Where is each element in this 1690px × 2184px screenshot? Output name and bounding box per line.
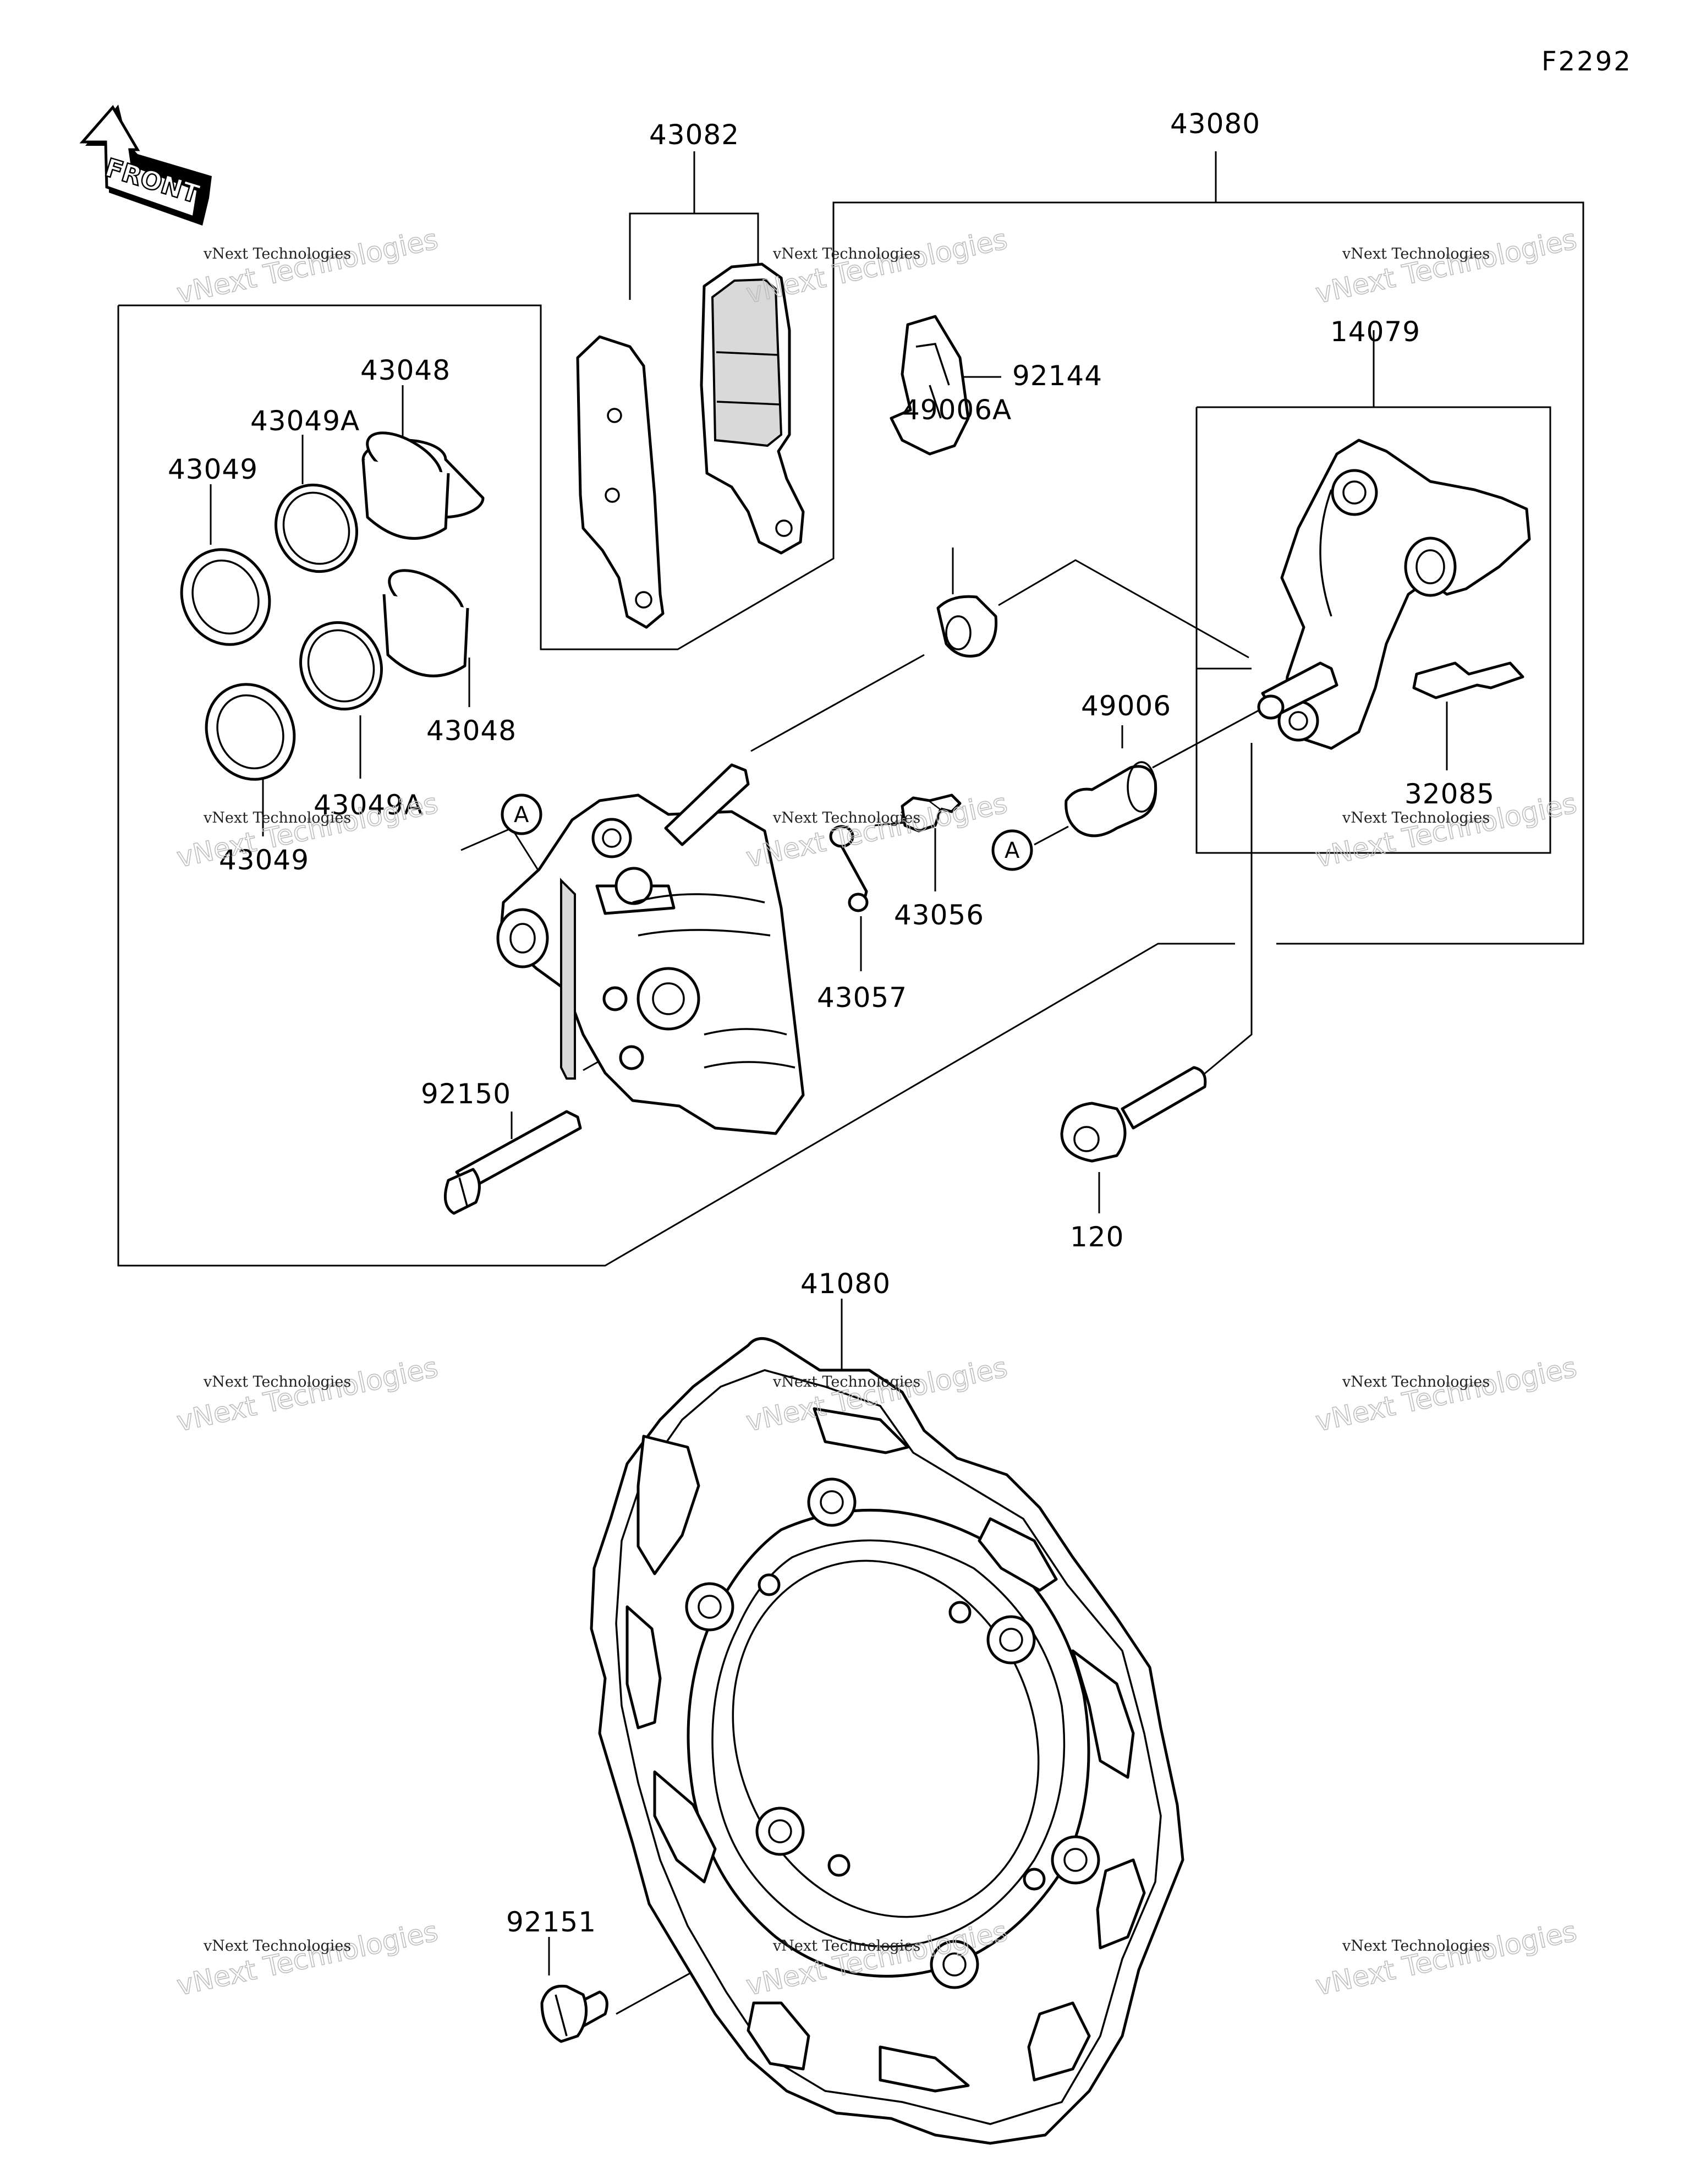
- mounting-bolt: [1060, 1066, 1207, 1163]
- piston-bottom: [382, 569, 469, 677]
- caliper-bracket: [1257, 439, 1531, 750]
- watermark-text: vNext Technologies: [203, 809, 351, 826]
- bleeder-valve: [901, 793, 962, 833]
- watermark-text: vNext Technologies: [1342, 809, 1490, 826]
- watermark-outline: vNext Technologies: [743, 223, 1010, 309]
- watermark-text: vNext Technologies: [1342, 245, 1490, 262]
- label-49006A: 49006A: [902, 394, 1012, 426]
- label-43057: 43057: [817, 982, 907, 1014]
- part-labels: 43082 43080 43048 43049A 43049 92144 140…: [168, 108, 1495, 1938]
- watermark-outline: vNext Technologies: [174, 223, 441, 309]
- watermark-text: vNext Technologies: [203, 1937, 351, 1955]
- watermark-text: vNext Technologies: [772, 1373, 920, 1391]
- watermark-outline: vNext Technologies: [1313, 1351, 1579, 1437]
- seal-43049A-bottom: [299, 621, 383, 711]
- watermark-outline: vNext Technologies: [1313, 223, 1579, 309]
- label-41080: 41080: [800, 1268, 891, 1300]
- seal-43049A-top: [275, 483, 358, 573]
- watermark-text: vNext Technologies: [772, 809, 920, 826]
- pad-spring-clip: [890, 315, 970, 456]
- ref-a-right: A: [991, 829, 1033, 871]
- label-14079: 14079: [1330, 316, 1420, 348]
- watermark-text: vNext Technologies: [772, 1937, 920, 1955]
- ref-a-right-label: A: [1005, 838, 1020, 863]
- pin-boot-49006: [1065, 761, 1157, 838]
- label-43049A-bottom: 43049A: [314, 789, 423, 821]
- brake-pad-left: [576, 335, 665, 629]
- seal-43049-top: [180, 548, 271, 646]
- watermark-outline: vNext Technologies: [174, 1915, 441, 2001]
- watermark-text: vNext Technologies: [772, 245, 920, 262]
- ref-a-left-label: A: [514, 802, 529, 828]
- label-49006: 49006: [1081, 690, 1171, 722]
- label-43048-top: 43048: [360, 354, 451, 386]
- disc-bolt: [540, 1984, 608, 2043]
- watermark-text: vNext Technologies: [1342, 1373, 1490, 1391]
- watermark-text: vNext Technologies: [203, 245, 351, 262]
- ref-a-left: A: [501, 793, 542, 835]
- caliper-pin: [443, 1110, 582, 1215]
- front-arrow-icon: FRONT: [79, 105, 212, 226]
- brake-disc: [590, 1337, 1184, 2145]
- label-92151: 92151: [506, 1906, 596, 1938]
- leader-lines: [117, 151, 1584, 2015]
- label-43049-top: 43049: [168, 453, 258, 485]
- watermark-outline: vNext Technologies: [743, 787, 1010, 873]
- label-43080: 43080: [1170, 108, 1260, 140]
- watermark-outline: vNext Technologies: [1313, 1915, 1579, 2001]
- label-43049-bottom: 43049: [219, 844, 309, 876]
- piston-top: [361, 431, 485, 540]
- label-43048-bottom: 43048: [426, 715, 517, 747]
- pad-spring-plate: [1412, 661, 1524, 699]
- figure-code: F2292: [1541, 46, 1632, 77]
- seal-43049-bottom: [205, 683, 296, 781]
- label-32085: 32085: [1404, 778, 1495, 810]
- label-43082: 43082: [649, 119, 739, 151]
- caliper-body: [496, 763, 805, 1135]
- label-120: 120: [1070, 1221, 1124, 1253]
- label-43049A-top: 43049A: [250, 405, 360, 437]
- watermark-text: vNext Technologies: [1342, 1937, 1490, 1955]
- label-92144: 92144: [1012, 360, 1102, 392]
- pin-boot-49006A: [936, 595, 998, 658]
- bleeder-cap: [829, 825, 869, 912]
- label-43056: 43056: [894, 899, 984, 931]
- watermark-outline: vNext Technologies: [174, 1351, 441, 1437]
- brake-pad-right: [700, 262, 805, 555]
- watermark-text: vNext Technologies: [203, 1373, 351, 1391]
- label-92150: 92150: [421, 1078, 511, 1110]
